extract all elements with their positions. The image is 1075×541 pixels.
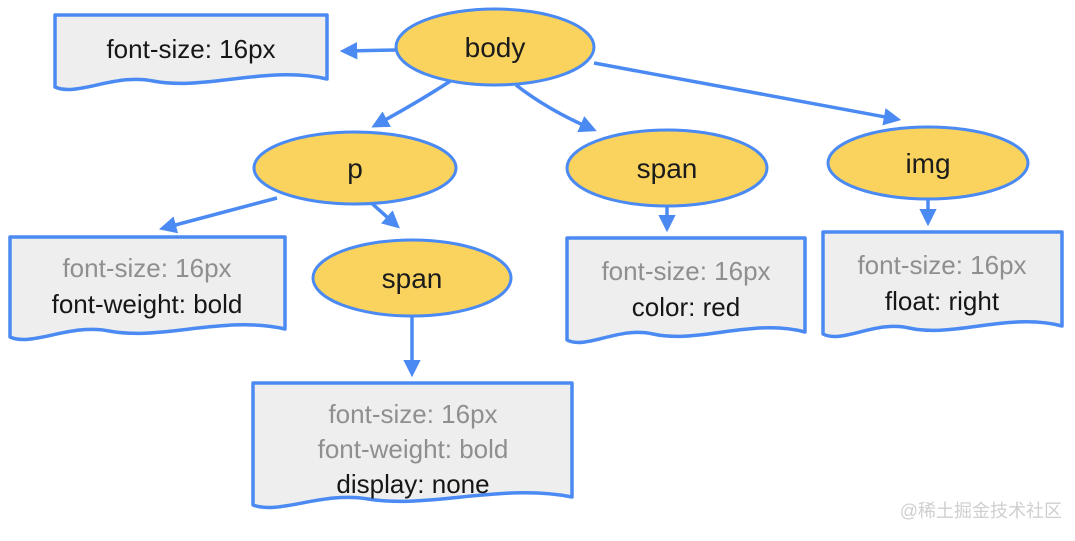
edge-body-to-span-icon [514,83,597,133]
node-span-under-p: span [311,238,513,318]
node-span-under-body: span [565,128,769,208]
node-label: img [905,148,950,179]
note-span-under-body-style: font-size: 16px color: red [565,236,807,345]
node-p: p [252,130,458,206]
note-img-style: font-size: 16px float: right [821,230,1064,339]
style-text: float: right [885,286,1000,316]
node-shape [826,125,1030,201]
node-label: p [347,153,363,184]
node-shape [252,130,458,206]
style-text: font-size: 16px [601,256,770,286]
style-text: font-size: 16px [857,250,1026,280]
note-shape [821,230,1064,339]
node-label: body [465,32,526,63]
style-text: display: none [336,469,489,499]
style-text: font-size: 16px [62,253,231,283]
style-text: font-size: 16px [106,34,275,64]
node-label: span [637,153,698,184]
node-shape [394,7,596,87]
note-shape [251,381,574,510]
note-p-style: font-size: 16px font-weight: bold [8,235,287,342]
note-body-style: font-size: 16px [53,13,329,92]
node-label: span [382,263,443,294]
node-img: img [826,125,1030,201]
node-shape [565,128,769,208]
node-shape [311,238,513,318]
style-text: font-weight: bold [318,434,509,464]
watermark: @稀土掘金技术社区 [900,501,1062,521]
node-body: body [394,7,596,87]
style-text: font-weight: bold [52,289,243,319]
edge-body-to-p-icon [371,78,453,128]
style-text: color: red [632,292,740,322]
edge-p-to-note-icon [158,196,278,234]
edge-body-to-note-icon [339,42,398,60]
edge-body-to-img-icon [593,61,902,126]
note-shape [8,235,287,342]
note-shape [565,236,807,345]
note-span-under-p-style: font-size: 16px font-weight: bold displa… [251,381,574,510]
note-shape [53,13,329,92]
style-text: font-size: 16px [328,399,497,429]
